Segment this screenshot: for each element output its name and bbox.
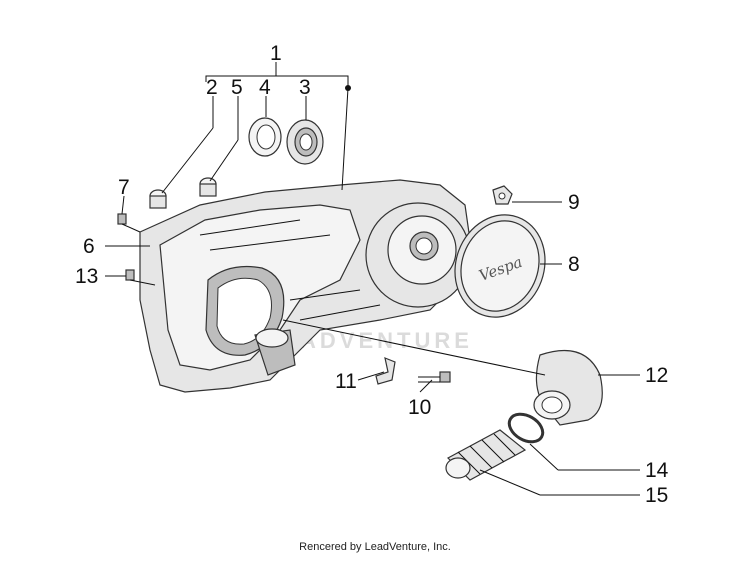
callout-7: 7 bbox=[118, 176, 130, 199]
callout-13: 13 bbox=[75, 265, 98, 288]
bushing-2[interactable] bbox=[149, 189, 167, 209]
oil-seal-4[interactable] bbox=[248, 117, 282, 157]
callout-2: 2 bbox=[206, 76, 218, 99]
callout-1: 1 bbox=[270, 42, 282, 65]
transmission-cover[interactable] bbox=[139, 179, 471, 393]
logo-cover-8[interactable]: Vespa bbox=[441, 202, 559, 330]
callout-15: 15 bbox=[645, 484, 668, 507]
clip-9[interactable] bbox=[492, 185, 513, 205]
watermark-text: ADVENTURE bbox=[300, 328, 473, 353]
bellows-hose-15[interactable] bbox=[445, 429, 527, 481]
screw-13[interactable] bbox=[125, 269, 156, 286]
leader-lines bbox=[105, 62, 640, 496]
callout-9: 9 bbox=[568, 191, 580, 214]
air-duct-12[interactable] bbox=[533, 349, 603, 426]
callout-6: 6 bbox=[83, 235, 95, 258]
callout-14: 14 bbox=[645, 459, 669, 482]
bearing-3[interactable] bbox=[286, 119, 324, 165]
bolt-10[interactable] bbox=[418, 371, 451, 383]
bracket-11[interactable] bbox=[375, 357, 396, 385]
hose-clamp-14[interactable] bbox=[504, 409, 547, 448]
screw-7[interactable] bbox=[117, 213, 141, 233]
callout-8: 8 bbox=[568, 253, 580, 276]
callout-12: 12 bbox=[645, 364, 668, 387]
bushing-5[interactable] bbox=[199, 177, 217, 197]
callout-11: 11 bbox=[335, 370, 357, 393]
footer-credit: Rencered by LeadVenture, Inc. bbox=[299, 541, 451, 553]
callout-10: 10 bbox=[408, 396, 431, 419]
callout-5: 5 bbox=[231, 76, 243, 99]
callout-numbers: 1 2 5 4 3 7 6 13 9 8 11 12 10 14 15 bbox=[75, 42, 669, 507]
callout-4: 4 bbox=[259, 76, 271, 99]
callout-3: 3 bbox=[299, 76, 311, 99]
